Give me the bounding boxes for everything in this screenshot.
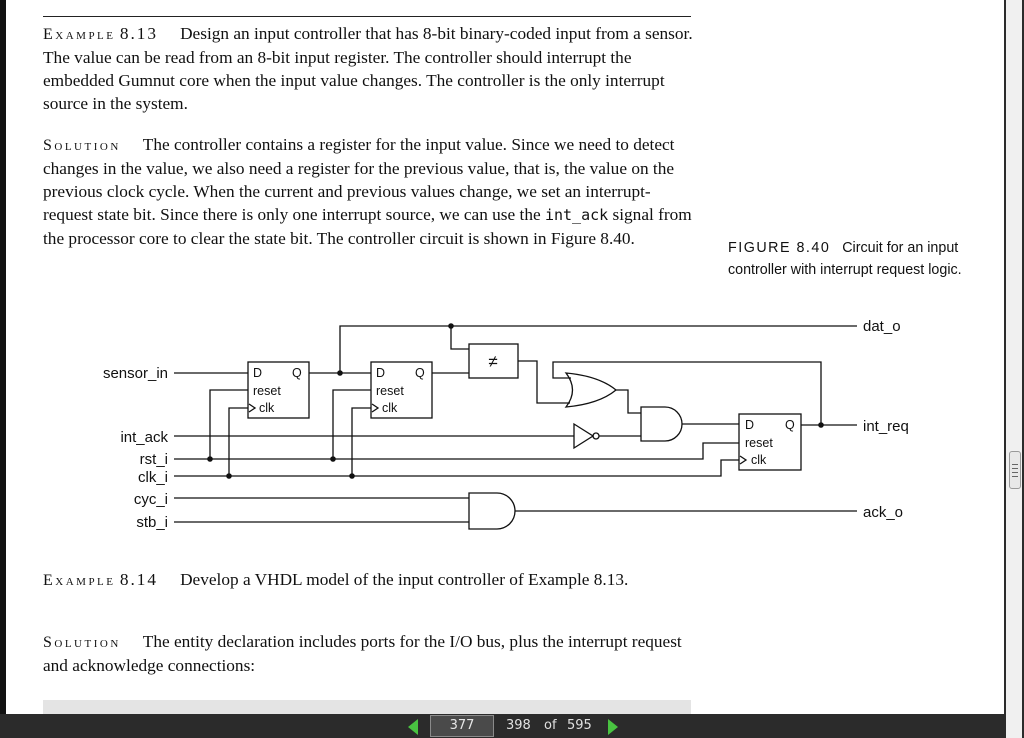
label-sensor-in: sensor_in — [103, 365, 168, 382]
example-number: 8.14 — [119, 570, 159, 589]
circuit-diagram: sensor_in int_ack rst_i clk_i cyc_i stb_… — [103, 318, 909, 531]
svg-text:Q: Q — [785, 418, 795, 432]
example-number: 8.13 — [119, 24, 159, 43]
of-label: of — [544, 718, 557, 733]
svg-text:D: D — [253, 366, 262, 380]
example-8-14: Example 8.14 Develop a VHDL model of the … — [43, 568, 693, 592]
example-label: Example — [43, 572, 116, 589]
svg-text:reset: reset — [745, 436, 773, 450]
top-rule — [43, 16, 691, 17]
not-gate — [573, 422, 595, 450]
solution-text-after: signal from the processor core to clear … — [43, 205, 692, 248]
vertical-scrollbar[interactable] — [1004, 0, 1024, 738]
total-pages: 595 — [567, 718, 592, 733]
solution-text-before: The controller contains a register for t… — [43, 135, 675, 224]
svg-text:D: D — [376, 366, 385, 380]
svg-text:reset: reset — [253, 384, 281, 398]
svg-text:reset: reset — [376, 384, 404, 398]
svg-text:Q: Q — [292, 366, 302, 380]
code-int-ack: int_ack — [544, 206, 609, 224]
label-rst-i: rst_i — [140, 451, 168, 468]
not-equal-symbol: ≠ — [488, 352, 497, 371]
svg-text:D: D — [745, 418, 754, 432]
figure-label: FIGURE 8.40 — [728, 240, 831, 256]
figure-caption-text: Circuit for an input controller with int… — [728, 240, 962, 278]
example-label: Example — [43, 26, 116, 43]
or-gate — [564, 372, 618, 408]
and-gate-request — [640, 406, 683, 442]
and-gate-ack — [468, 492, 516, 530]
svg-text:clk: clk — [259, 401, 275, 415]
page-number: 398 — [506, 718, 531, 733]
previous-page-arrow-icon[interactable] — [408, 719, 418, 735]
label-clk-i: clk_i — [138, 469, 168, 486]
solution-label: Solution — [43, 634, 121, 651]
svg-text:clk: clk — [751, 453, 767, 467]
page-left-edge — [0, 0, 6, 714]
label-int-req: int_req — [863, 418, 909, 435]
scrollbar-thumb[interactable] — [1009, 451, 1021, 489]
label-int-ack: int_ack — [120, 429, 168, 446]
code-listing-box — [43, 700, 691, 714]
figure-caption: FIGURE 8.40 Circuit for an input control… — [728, 238, 968, 281]
label-stb-i: stb_i — [136, 514, 168, 531]
viewer-toolbar — [0, 714, 1004, 738]
solution-text: The entity declaration includes ports fo… — [43, 632, 682, 675]
svg-text:Q: Q — [415, 366, 425, 380]
solution-label: Solution — [43, 137, 121, 154]
example-text: Develop a VHDL model of the input contro… — [180, 570, 629, 589]
label-dat-o: dat_o — [863, 318, 901, 335]
label-ack-o: ack_o — [863, 504, 903, 521]
next-page-arrow-icon[interactable] — [608, 719, 618, 735]
svg-text:clk: clk — [382, 401, 398, 415]
interrupt-ff — [738, 413, 802, 471]
example-text: Design an input controller that has 8-bi… — [43, 24, 693, 113]
page-number-input[interactable]: 377 — [430, 715, 494, 737]
label-cyc-i: cyc_i — [134, 491, 168, 508]
